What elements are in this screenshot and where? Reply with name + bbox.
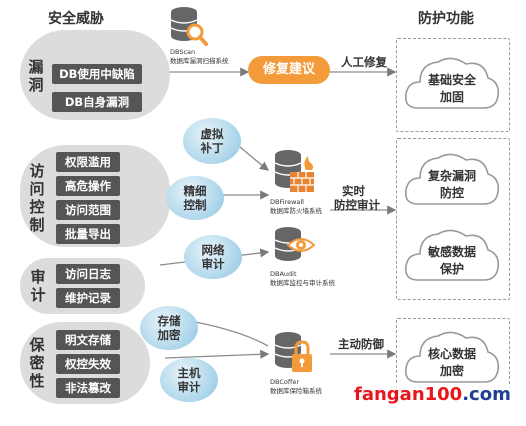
bubble-host-audit-line2: 审计 <box>177 380 201 394</box>
bubble-network-audit-line2: 审计 <box>201 257 225 271</box>
threats-header: 安全威胁 <box>48 11 104 27</box>
tag-maintenance-record: 维护记录 <box>56 288 120 308</box>
tag-privilege-abuse: 权限滥用 <box>56 152 120 172</box>
group-title-audit: 审计 <box>30 268 46 304</box>
dbscan-desc: 数据库漏洞扫描系统 <box>170 57 229 65</box>
cloud-icon <box>404 153 500 205</box>
dbaudit-name: DBAudit <box>270 270 297 278</box>
tag-bulk-export: 批量导出 <box>56 224 120 244</box>
label-realtime-2: 防控审计 <box>334 198 380 212</box>
fix-suggestion-button[interactable]: 修复建议 <box>248 56 330 84</box>
dbaudit-desc: 数据库监控与审计系统 <box>270 279 335 287</box>
cloud-complex-vuln-line1: 复杂漏洞 <box>427 169 476 183</box>
bubble-host-audit: 主机 审计 <box>160 358 218 402</box>
tag-db-usage-defect: DB使用中缺陷 <box>52 64 142 84</box>
bubble-fine-control-line1: 精细 <box>183 184 207 198</box>
bubble-storage-encrypt-line2: 加密 <box>157 328 181 342</box>
defense-header: 防护功能 <box>418 11 474 27</box>
cloud-icon <box>404 57 500 109</box>
tag-auth-failure: 权控失效 <box>56 354 120 374</box>
tag-plaintext-storage: 明文存储 <box>56 330 120 350</box>
bubble-fine-control-line2: 控制 <box>183 198 207 212</box>
bubble-virtual-patch-line2: 补丁 <box>200 141 224 155</box>
cloud-sensitive-data-line2: 保护 <box>439 262 464 276</box>
dbscan-icon <box>168 5 208 47</box>
cloud-core-data: 核心数据 加密 <box>404 326 500 392</box>
cloud-basic-security-line2: 加固 <box>439 90 464 104</box>
cloud-icon <box>404 331 500 383</box>
dbcoffer-icon <box>272 330 316 376</box>
group-title-access-control: 访问控制 <box>29 162 45 234</box>
dbaudit-icon <box>272 225 316 267</box>
cloud-basic-security-line1: 基础安全 <box>427 73 476 87</box>
cloud-core-data-line1: 核心数据 <box>427 347 476 361</box>
defense-box-2 <box>396 138 510 300</box>
dbscan-name: DBScan <box>170 48 196 56</box>
group-title-vulnerability: 漏洞 <box>28 58 44 94</box>
cloud-sensitive-data-line1: 敏感数据 <box>427 245 476 259</box>
cloud-complex-vuln: 复杂漏洞 防控 <box>404 148 500 214</box>
dbfirewall-icon <box>272 148 316 196</box>
bubble-virtual-patch-line1: 虚拟 <box>200 127 224 141</box>
defense-box-1 <box>396 38 510 132</box>
tag-illegal-tamper: 非法篡改 <box>56 378 120 398</box>
dbcoffer-name: DBCoffer <box>270 378 300 386</box>
label-realtime-1: 实时 <box>342 184 365 198</box>
tag-high-risk-op: 高危操作 <box>56 176 120 196</box>
tag-access-log: 访问日志 <box>56 264 120 284</box>
cloud-complex-vuln-line2: 防控 <box>439 186 464 200</box>
bubble-network-audit: 网络 审计 <box>184 235 242 279</box>
watermark: fangan100.com <box>352 384 513 405</box>
cloud-basic-security: 基础安全 加固 <box>404 52 500 118</box>
bubble-host-audit-line1: 主机 <box>177 366 201 380</box>
cloud-icon <box>404 229 500 281</box>
group-title-confidentiality: 保密性 <box>29 336 45 390</box>
bubble-virtual-patch: 虚拟 补丁 <box>183 118 241 164</box>
arrow-privacy-to-coffer <box>164 349 270 359</box>
cloud-sensitive-data: 敏感数据 保护 <box>404 224 500 290</box>
dbfirewall-name: DBFirewall <box>270 198 304 206</box>
bubble-storage-encrypt: 存储 加密 <box>140 306 198 350</box>
label-manual-fix: 人工修复 <box>341 55 387 69</box>
bubble-storage-encrypt-line1: 存储 <box>157 314 181 328</box>
tag-db-self-vuln: DB自身漏洞 <box>52 92 142 112</box>
tag-access-scope: 访问范围 <box>56 200 120 220</box>
bubble-network-audit-line1: 网络 <box>201 243 225 257</box>
dbfirewall-desc: 数据库防火墙系统 <box>270 207 322 215</box>
bubble-fine-control: 精细 控制 <box>166 176 224 220</box>
label-active-defense: 主动防御 <box>338 337 384 351</box>
dbcoffer-desc: 数据库保险箱系统 <box>270 387 322 395</box>
cloud-core-data-line2: 加密 <box>439 364 464 378</box>
